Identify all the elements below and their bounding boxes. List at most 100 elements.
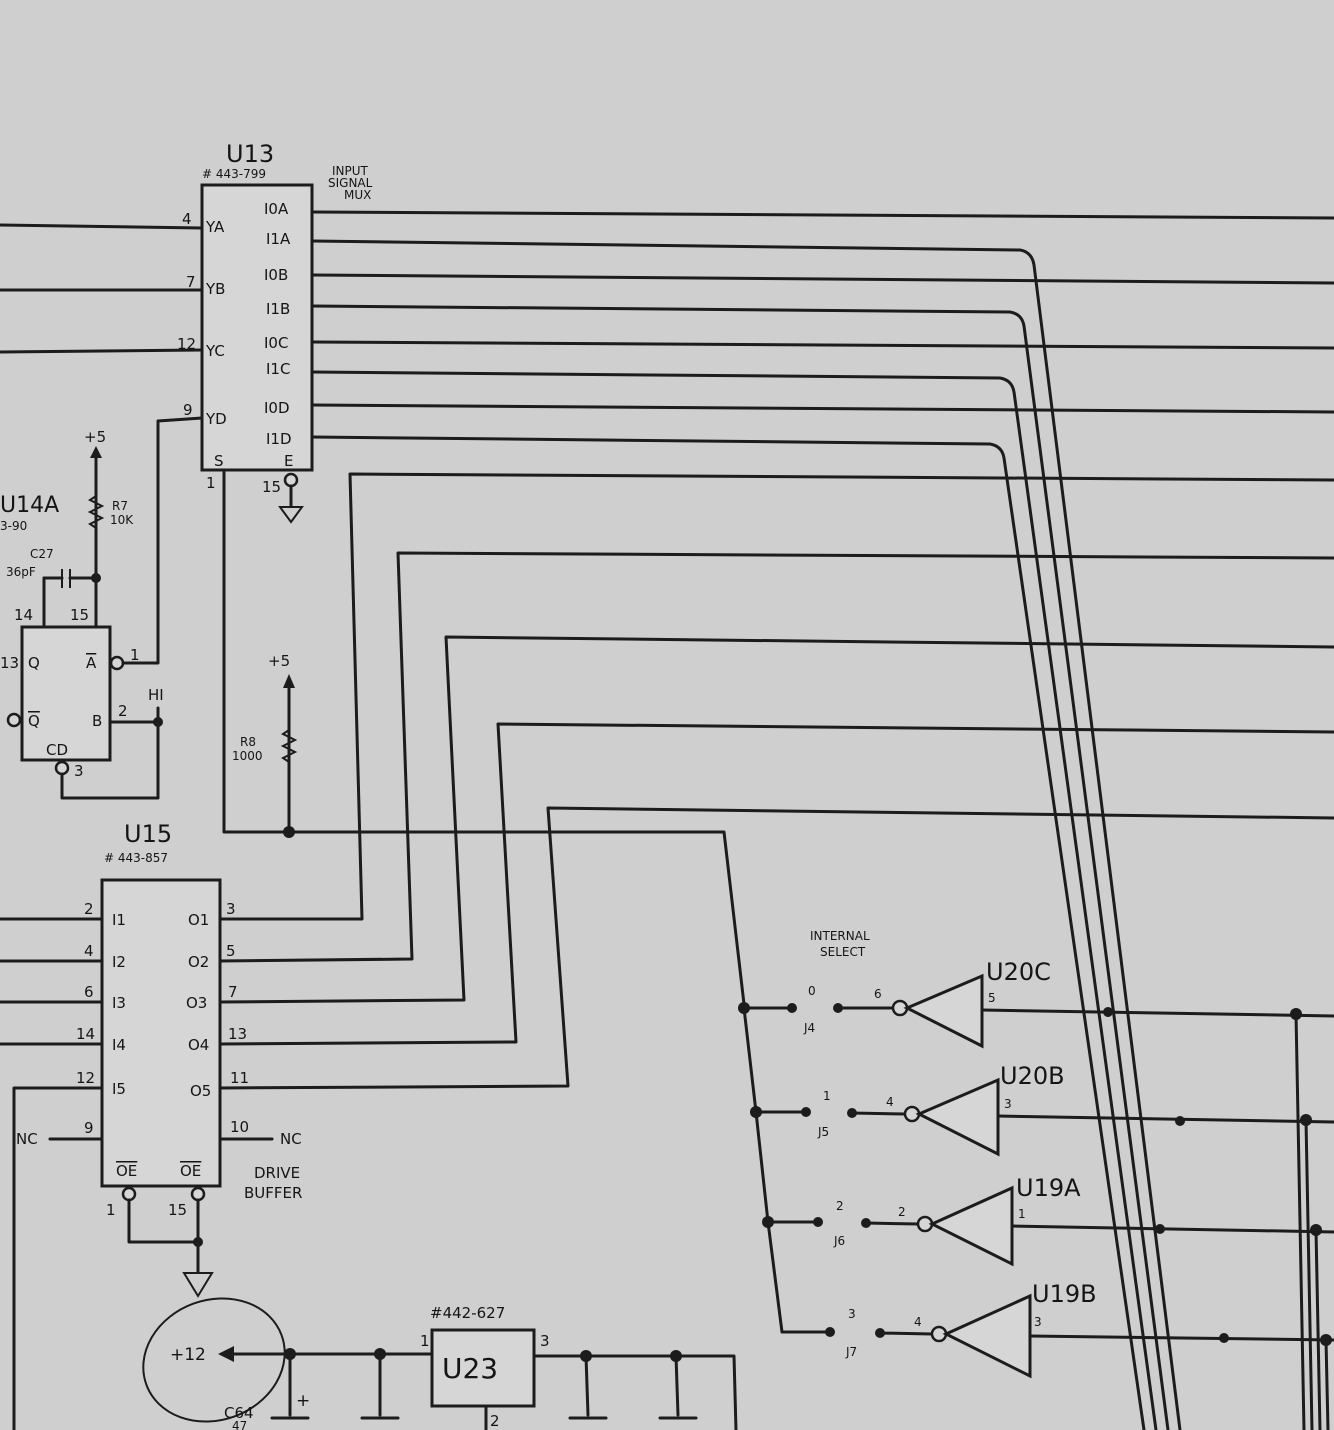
u15-label-i1: I1 [112, 911, 126, 929]
dist-line-4 [1324, 1338, 1330, 1430]
u20b-ref: U20B [1000, 1062, 1065, 1090]
u15-in-pin-6: 6 [84, 983, 94, 1001]
u13-ref: U13 [226, 140, 274, 168]
u15-part: # 443-857 [104, 851, 168, 865]
u20b-inverter [915, 1077, 1000, 1157]
u15-oe1-pin: 1 [106, 1201, 116, 1219]
bus-o1 [218, 472, 1334, 921]
junction-j4 [738, 1002, 750, 1014]
c27-ref: C27 [30, 547, 54, 561]
u15-label-i4: I4 [112, 1036, 126, 1054]
u13-out-i0b: I0B [264, 266, 288, 284]
u15-out-pin-3: 3 [226, 900, 236, 918]
j6-pin-a[interactable] [813, 1217, 823, 1227]
jumper-j6-group: 2 J6 2 U19A 1 [762, 1174, 1334, 1267]
j5-pin-a[interactable] [801, 1107, 811, 1117]
junction-c27 [91, 573, 101, 583]
u15-label-i3: I3 [112, 994, 126, 1012]
u15-oe2-bubble [190, 1186, 206, 1202]
u14a-cd-pin: 3 [74, 762, 84, 780]
right-distribution [1103, 1007, 1332, 1430]
u13-out-i1a: I1A [266, 230, 291, 248]
bus-i0d [310, 403, 1334, 414]
u19a-ref: U19A [1016, 1174, 1081, 1202]
u14a-a-to-yd-wire [121, 416, 204, 665]
j5-num: 1 [823, 1089, 831, 1103]
u14a-chip: U14A 3-90 14 15 C27 36pF 13 Q Q A 1 B 2 … [0, 416, 204, 800]
u19a-out-wire [1010, 1224, 1334, 1234]
u13-e-label: E [284, 452, 293, 470]
bus-i0a [310, 210, 1334, 220]
u20c-in-pin: 6 [874, 987, 882, 1001]
j7-pin-a[interactable] [825, 1327, 835, 1337]
jumper-common-wire [742, 1006, 832, 1334]
u15-ground-symbol [182, 1272, 214, 1298]
u15-in-pin-2: 2 [84, 900, 94, 918]
u13-out-i0a: I0A [264, 200, 289, 218]
u13-yb-label: YB [205, 280, 225, 298]
j6-ref: J6 [833, 1234, 845, 1248]
u13-note-2: SIGNAL [328, 176, 373, 190]
u13-yc-label: YC [205, 342, 225, 360]
select-line: +5 R8 1000 [222, 468, 746, 1010]
u19a-out-pin: 1 [1018, 1207, 1026, 1221]
dist-line-3 [1314, 1228, 1322, 1430]
hi-label: HI [148, 686, 164, 704]
u14a-a-pin: 1 [130, 646, 140, 664]
r7-value: 10K [110, 513, 134, 527]
u14a-ref: U14A [0, 493, 59, 518]
buffer-output-bus [218, 472, 1334, 1090]
u15-in-pin-12: 12 [76, 1069, 95, 1087]
u15-body [100, 878, 222, 1188]
junction-oe [193, 1237, 203, 1247]
u15-nc-right-label: NC [280, 1130, 302, 1148]
c64-polarity: + [296, 1391, 310, 1411]
c64-value: 47 [232, 1419, 247, 1430]
u13-e-bubble [283, 472, 299, 488]
r7-supply: +5 [84, 428, 106, 446]
u14a-qbar-bubble [6, 712, 22, 728]
u15-in-pin-4: 4 [84, 942, 94, 960]
bus-o4 [218, 722, 1334, 1046]
u20b-in-wire [850, 1111, 907, 1116]
u15-chip: U15 # 443-857 2 4 6 14 12 9 NC I1 I2 I3 … [0, 820, 302, 1430]
j4-pin-a[interactable] [787, 1003, 797, 1013]
u19a-inverter [928, 1185, 1014, 1267]
circled-12v-mark [142, 1297, 286, 1423]
u13-ya-label: YA [205, 218, 225, 236]
j4-num: 0 [808, 984, 816, 998]
u14a-q-pin: 13 [0, 654, 19, 672]
r8-value: 1000 [232, 749, 263, 763]
j7-ref: J7 [845, 1345, 857, 1359]
u15-in-pin-14: 14 [76, 1025, 95, 1043]
u15-note-1: DRIVE [254, 1164, 300, 1182]
u20c-ref: U20C [986, 958, 1051, 986]
r7-resistor: +5 R7 10K [84, 428, 134, 529]
u23-pin-3: 3 [540, 1332, 550, 1350]
u15-label-o1: O1 [188, 911, 209, 929]
r8-supply-arrow [283, 674, 295, 688]
u14a-cd-label: CD [46, 741, 68, 759]
power-section: +12 + C64 47 U23 #442-627 1 3 2 [142, 1297, 738, 1430]
u20c-out-wire [980, 1008, 1334, 1018]
u20b-in-pin: 4 [886, 1095, 894, 1109]
j5-ref: J5 [817, 1125, 829, 1139]
internal-select-label-2: SELECT [820, 945, 866, 959]
u14a-abar-label: A [86, 654, 97, 672]
j7-num: 3 [848, 1307, 856, 1321]
u13-chip: U13 # 443-799 INPUT SIGNAL MUX 4 7 12 9 … [0, 140, 373, 524]
u15-oe2-pin: 15 [168, 1201, 187, 1219]
u15-out-pin-5: 5 [226, 942, 236, 960]
u19b-inverter [942, 1293, 1032, 1379]
u15-out-pin-13: 13 [228, 1025, 247, 1043]
u15-out-pin-11: 11 [230, 1069, 249, 1087]
u14a-pin-14: 14 [14, 606, 33, 624]
bus-i0c [310, 340, 1334, 350]
bus-o5 [218, 806, 1334, 1090]
c27-value: 36pF [6, 565, 36, 579]
u13-s-label: S [214, 452, 224, 470]
u15-ref: U15 [124, 820, 172, 848]
u15-oe1-label: OE [116, 1162, 137, 1180]
u15-label-o4: O4 [188, 1036, 209, 1054]
